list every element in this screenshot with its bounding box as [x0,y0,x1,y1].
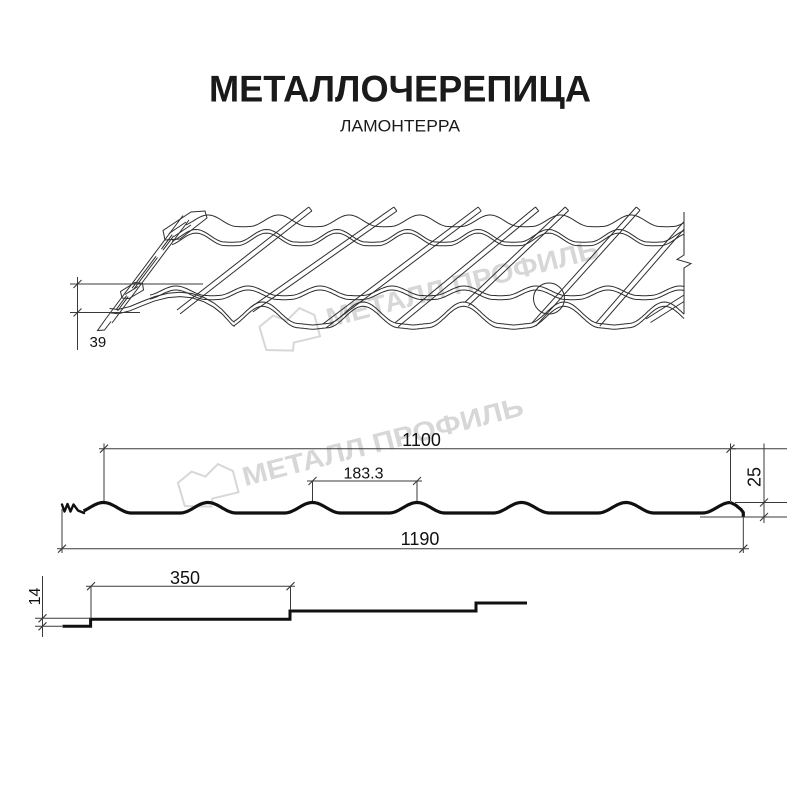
svg-text:МЕТАЛЛОЧЕРЕПИЦА: МЕТАЛЛОЧЕРЕПИЦА [209,68,591,109]
svg-text:1100: 1100 [402,430,441,450]
svg-text:350: 350 [170,568,200,588]
svg-text:1190: 1190 [401,529,440,549]
svg-text:183.3: 183.3 [343,466,383,483]
svg-text:14: 14 [27,588,44,606]
svg-text:25: 25 [745,467,765,487]
svg-text:ЛАМОНТЕРРА: ЛАМОНТЕРРА [340,117,460,135]
svg-text:39: 39 [90,334,107,351]
